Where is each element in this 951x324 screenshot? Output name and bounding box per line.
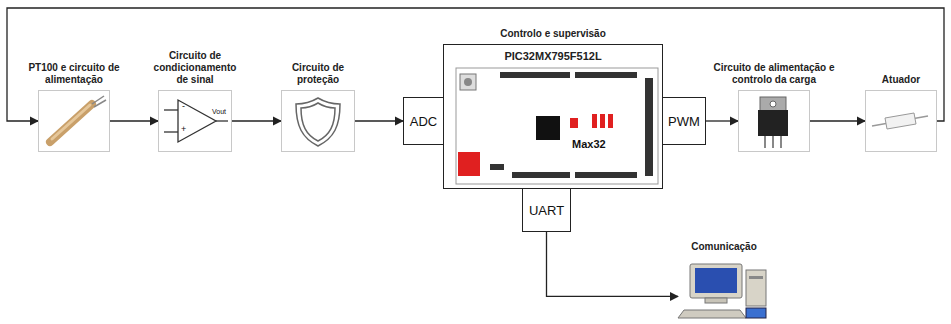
- actuator-block: Atuador: [865, 90, 937, 152]
- signal-name: Vout: [212, 107, 226, 116]
- interface-box: PWM: [662, 97, 706, 145]
- computer-icon: [678, 264, 766, 318]
- pt100-probe: [50, 96, 106, 142]
- signal-arrow: [232, 120, 281, 121]
- block-title: Controlo e supervisão: [433, 28, 673, 40]
- pin-sign: -: [182, 101, 185, 112]
- interface-label: UART: [529, 203, 564, 218]
- transistor-symbol: [758, 97, 788, 148]
- interface-label: PWM: [668, 114, 700, 129]
- signal-arrow: [355, 120, 403, 121]
- protection-block: Circuito de proteção: [281, 90, 355, 152]
- conditioning-block: Circuito de condicionamento de sinal: [158, 90, 232, 152]
- computer-block: Comunicação: [678, 258, 770, 320]
- max32-board: [456, 68, 658, 184]
- pin-sign: +: [181, 124, 186, 135]
- shield-icon: [296, 98, 340, 146]
- board-name: Max32: [572, 138, 606, 151]
- interface-label: ADC: [410, 114, 437, 129]
- signal-arrow: [706, 120, 738, 121]
- signal-arrow: [810, 120, 865, 121]
- block-title: PT100 e circuito de alimentação: [26, 62, 122, 86]
- opamp-symbol: [164, 100, 228, 142]
- sensor-block: PT100 e circuito de alimentação: [38, 90, 110, 152]
- signal-arrow: [110, 120, 158, 121]
- block-title: Atuador: [861, 74, 941, 86]
- block-title: Circuito de alimentação e controlo da ca…: [699, 62, 849, 86]
- resistor-actuator: [872, 113, 928, 129]
- block-title: Circuito de proteção: [278, 62, 358, 86]
- signal-arrow: [547, 232, 679, 296]
- chip-name: PIC32MX795F512L: [444, 50, 662, 62]
- block-title: Comunicação: [669, 241, 779, 253]
- controller-box: Controlo e supervisãoPIC32MX795F512L: [443, 44, 663, 189]
- block-title: Circuito de condicionamento de sinal: [147, 50, 243, 86]
- driver-block: Circuito de alimentação e controlo da ca…: [738, 90, 810, 152]
- interface-box: UART: [522, 188, 571, 232]
- interface-box: ADC: [403, 97, 444, 145]
